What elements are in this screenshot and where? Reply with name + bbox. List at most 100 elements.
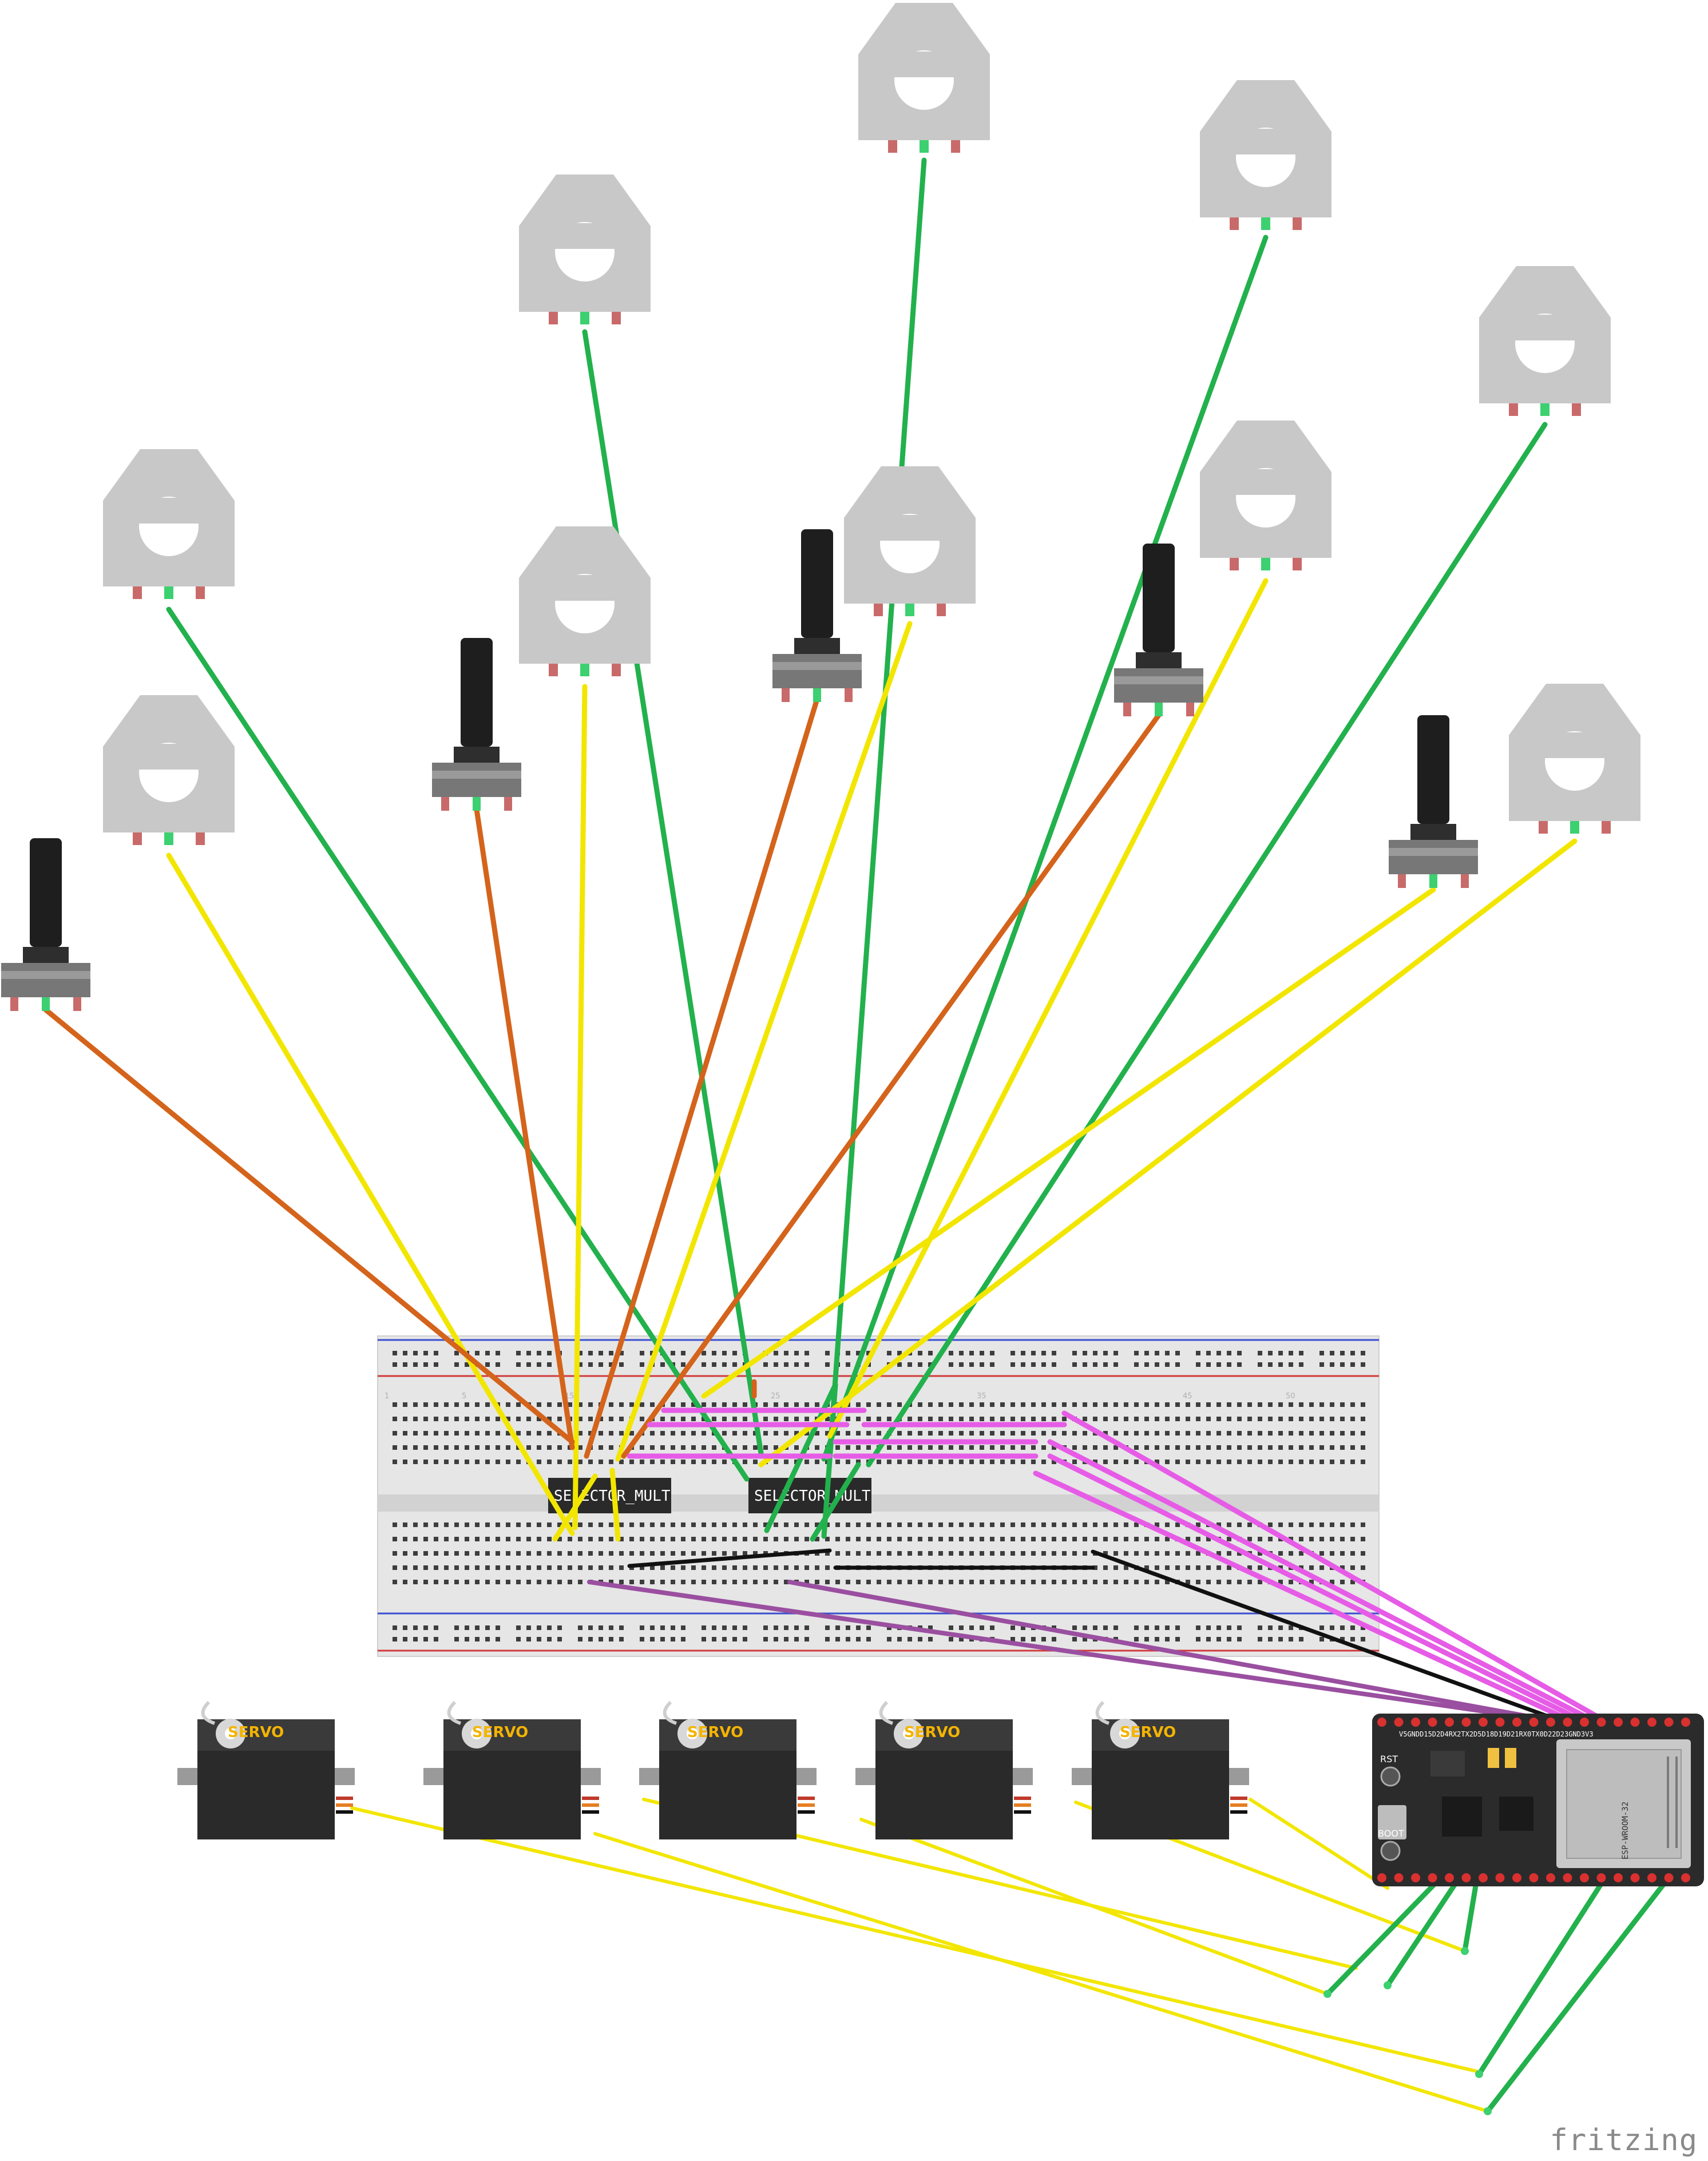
breadboard-hole <box>980 1362 984 1367</box>
wire-yellow <box>552 1473 598 1542</box>
breadboard-hole <box>908 1431 912 1436</box>
wire-purple <box>587 1580 1541 1722</box>
wire-magenta <box>1033 1470 1571 1722</box>
breadboard-hole <box>1196 1537 1200 1541</box>
breadboard-hole <box>1113 1351 1118 1355</box>
servo <box>855 1700 1033 1839</box>
breadboard-hole <box>887 1537 891 1541</box>
breadboard-hole <box>578 1551 582 1556</box>
breadboard-hole <box>732 1417 737 1421</box>
breadboard-hole <box>1103 1625 1108 1630</box>
breadboard-hole <box>1227 1431 1231 1436</box>
breadboard-hole <box>650 1522 655 1527</box>
breadboard-hole <box>403 1522 407 1527</box>
breadboard-hole <box>1268 1637 1273 1641</box>
breadboard-hole <box>1031 1551 1036 1556</box>
breadboard-hole <box>1103 1351 1108 1355</box>
breadboard-hole <box>846 1431 850 1436</box>
breadboard-hole <box>1350 1362 1355 1367</box>
breadboard-hole <box>650 1565 655 1570</box>
potentiometer <box>772 529 862 702</box>
breadboard-hole <box>1227 1537 1231 1541</box>
breadboard-hole <box>815 1445 819 1450</box>
breadboard-hole <box>959 1402 964 1407</box>
breadboard-hole <box>1165 1625 1170 1630</box>
breadboard-hole <box>1350 1537 1355 1541</box>
breadboard-hole <box>1258 1637 1262 1641</box>
breadboard-hole <box>1144 1362 1149 1367</box>
breadboard-hole <box>1268 1362 1273 1367</box>
esp32-board: ESP-WROOM-32 RST BOOT V5GNDD15D2D4RX2TX2… <box>1372 1714 1704 1886</box>
breadboard-hole <box>753 1460 758 1464</box>
breadboard-hole <box>485 1362 490 1367</box>
breadboard-hole <box>805 1431 809 1436</box>
breadboard-hole <box>1062 1537 1067 1541</box>
esp32-pin <box>1596 1718 1606 1727</box>
breadboard-hole <box>743 1431 747 1436</box>
breadboard-hole <box>547 1351 552 1355</box>
breadboard-hole <box>794 1565 799 1570</box>
hall-sensor <box>519 175 651 324</box>
breadboard-hole <box>1021 1431 1025 1436</box>
breadboard-hole <box>1278 1445 1283 1450</box>
breadboard-hole <box>774 1580 778 1584</box>
breadboard-hole <box>671 1537 675 1541</box>
breadboard-hole <box>897 1402 902 1407</box>
breadboard-hole <box>619 1431 624 1436</box>
breadboard-hole <box>1227 1445 1231 1450</box>
breadboard-hole <box>1031 1460 1036 1464</box>
breadboard-hole <box>1083 1537 1087 1541</box>
breadboard-hole <box>1247 1580 1252 1584</box>
breadboard-hole <box>928 1537 933 1541</box>
breadboard-hole <box>1175 1460 1180 1464</box>
breadboard-hole <box>825 1362 830 1367</box>
breadboard-hole <box>980 1431 984 1436</box>
breadboard-hole <box>537 1580 541 1584</box>
breadboard-hole <box>743 1417 747 1421</box>
breadboard-hole <box>1175 1417 1180 1421</box>
breadboard-hole <box>1010 1637 1015 1641</box>
servo-label: SERVO <box>472 1724 528 1741</box>
breadboard-hole <box>805 1362 809 1367</box>
breadboard-hole <box>743 1637 747 1641</box>
breadboard-hole <box>1093 1351 1097 1355</box>
breadboard-hole <box>1010 1402 1015 1407</box>
breadboard-hole <box>619 1551 624 1556</box>
breadboard-hole <box>660 1445 665 1450</box>
breadboard-hole <box>784 1537 788 1541</box>
breadboard-hole <box>908 1417 912 1421</box>
breadboard-hole <box>609 1580 613 1584</box>
esp32-pin <box>1495 1873 1505 1882</box>
breadboard-hole <box>763 1580 768 1584</box>
breadboard-hole <box>794 1362 799 1367</box>
breadboard-hole <box>877 1460 881 1464</box>
breadboard-hole <box>1289 1522 1293 1527</box>
breadboard-hole <box>1144 1431 1149 1436</box>
breadboard-hole <box>1196 1445 1200 1450</box>
breadboard-hole <box>815 1402 819 1407</box>
breadboard-hole <box>393 1351 397 1355</box>
breadboard-hole <box>887 1351 891 1355</box>
breadboard-hole <box>1268 1417 1273 1421</box>
esp32-pin <box>1394 1873 1404 1882</box>
breadboard-hole <box>774 1402 778 1407</box>
breadboard-hole <box>393 1625 397 1630</box>
boot-button[interactable] <box>1380 1841 1401 1861</box>
breadboard-hole <box>403 1362 407 1367</box>
breadboard-hole <box>423 1431 428 1436</box>
breadboard-hole <box>1196 1580 1200 1584</box>
rst-button[interactable] <box>1380 1766 1401 1787</box>
breadboard-hole <box>526 1551 531 1556</box>
breadboard-hole <box>815 1565 819 1570</box>
breadboard-hole <box>1206 1625 1211 1630</box>
breadboard-hole <box>794 1625 799 1630</box>
breadboard-hole <box>1041 1551 1046 1556</box>
breadboard-hole <box>465 1417 469 1421</box>
breadboard-hole <box>475 1417 479 1421</box>
breadboard-hole <box>1124 1460 1128 1464</box>
breadboard-hole <box>609 1551 613 1556</box>
breadboard-hole <box>1299 1402 1303 1407</box>
breadboard-hole <box>660 1625 665 1630</box>
breadboard-hole <box>969 1522 974 1527</box>
breadboard-hole <box>722 1537 727 1541</box>
